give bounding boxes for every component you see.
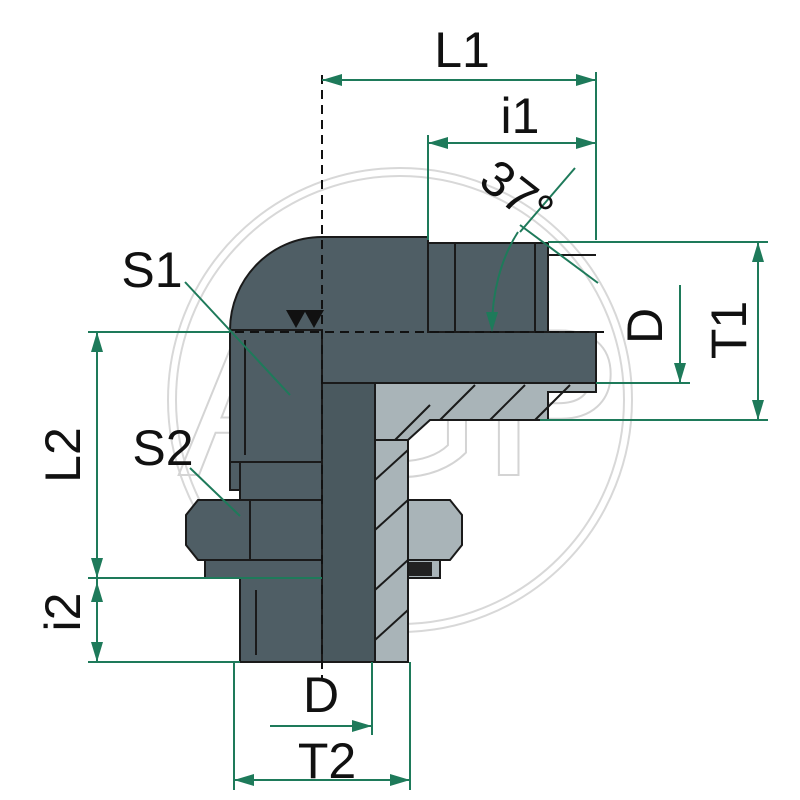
leader-S1 bbox=[184, 281, 291, 396]
arrow-icon bbox=[486, 312, 498, 332]
o-ring-seal bbox=[402, 562, 432, 576]
label-angle: 37° bbox=[470, 149, 564, 240]
lock-nut-s2 bbox=[185, 499, 323, 561]
hatch bbox=[534, 384, 571, 421]
arrow-icon bbox=[352, 720, 372, 732]
arrow-icon bbox=[576, 74, 596, 86]
hatch bbox=[439, 384, 476, 421]
hatch bbox=[374, 559, 409, 591]
arrow-icon bbox=[91, 642, 103, 662]
label-D-bottom: D bbox=[303, 667, 339, 723]
label-T1: T1 bbox=[701, 301, 757, 359]
washer bbox=[204, 559, 323, 579]
label-S1: S1 bbox=[121, 242, 182, 298]
section-vertical bbox=[374, 439, 409, 663]
hatch bbox=[374, 449, 409, 481]
brand-mark-icon bbox=[286, 310, 306, 328]
dimensions bbox=[88, 72, 768, 790]
hex-upper bbox=[229, 329, 323, 463]
hatch bbox=[489, 384, 526, 421]
hex-nut-right bbox=[427, 242, 549, 333]
label-i2: i2 bbox=[35, 593, 91, 632]
elbow-fitting bbox=[115, 75, 605, 680]
bore-vertical bbox=[321, 382, 376, 663]
leader-S2 bbox=[189, 467, 241, 517]
arrow-icon bbox=[390, 774, 410, 786]
label-S2: S2 bbox=[132, 420, 193, 476]
arrow-icon bbox=[752, 400, 764, 420]
arrow-icon bbox=[91, 558, 103, 578]
ext-line-angle bbox=[519, 167, 576, 233]
arrow-icon bbox=[576, 137, 596, 149]
ext-line-angle bbox=[519, 224, 599, 284]
brand-mark-icon bbox=[304, 310, 324, 328]
thread-stud bbox=[239, 577, 323, 663]
arrow-icon bbox=[234, 774, 254, 786]
arrow-icon bbox=[322, 74, 342, 86]
arrow-icon bbox=[91, 332, 103, 352]
hatch bbox=[394, 404, 431, 441]
arrow-icon bbox=[428, 137, 448, 149]
arrow-icon bbox=[752, 242, 764, 262]
label-D-right: D bbox=[617, 308, 673, 344]
label-i1: i1 bbox=[501, 88, 540, 144]
lock-nut-s2-section bbox=[407, 499, 463, 561]
neck bbox=[239, 461, 323, 501]
label-L2: L2 bbox=[35, 427, 91, 483]
label-L1: L1 bbox=[434, 22, 490, 78]
label-T2: T2 bbox=[298, 733, 356, 789]
arrow-icon bbox=[674, 363, 686, 383]
hatch bbox=[374, 609, 409, 641]
arrow-icon bbox=[91, 582, 103, 602]
hatch bbox=[374, 499, 409, 531]
